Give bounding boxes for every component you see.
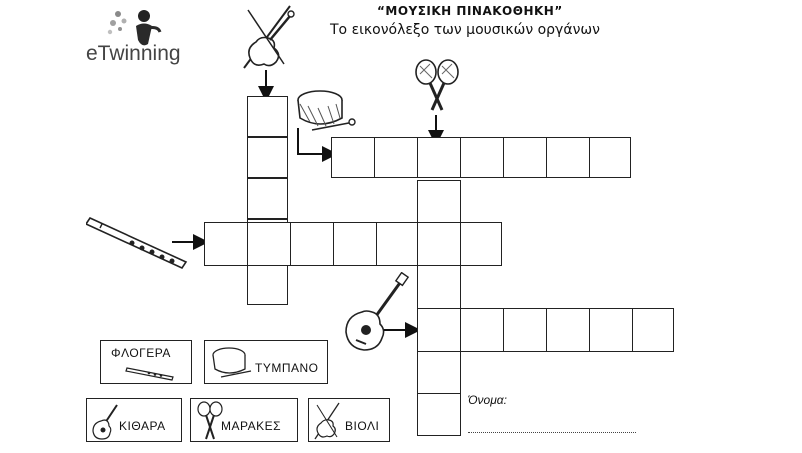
word-card-violin: ΒΙΟΛΙ <box>308 398 390 442</box>
drum-icon <box>297 90 356 131</box>
crossword-cell-guitar-4[interactable] <box>546 308 590 352</box>
maracas-small-icon <box>197 401 223 440</box>
etwinning-logo <box>86 4 196 70</box>
arrow-drum <box>297 128 338 162</box>
drum-picture <box>292 82 358 138</box>
flute-picture <box>84 212 196 272</box>
etwinning-logo-text: eTwinning <box>86 42 181 65</box>
crossword-cell-maracas-8[interactable] <box>417 393 461 436</box>
crossword-cell-flute-7[interactable] <box>460 222 502 266</box>
drum-small-icon <box>212 347 252 378</box>
crossword-cell-violin-2[interactable] <box>247 137 288 178</box>
crossword-cell-maracas-7[interactable] <box>417 351 461 394</box>
word-violin: ΒΙΟΛΙ <box>345 419 380 433</box>
crossword-cell-flute-3[interactable] <box>290 222 334 266</box>
crossword-cell-flute-6[interactable] <box>417 222 461 266</box>
word-card-guitar: ΚΙΘΑΡΑ <box>86 398 182 442</box>
etwinning-logo-icon <box>107 10 162 46</box>
crossword-cell-guitar-2[interactable] <box>460 308 504 352</box>
word-guitar: ΚΙΘΑΡΑ <box>119 419 166 433</box>
crossword-cell-guitar-6[interactable] <box>632 308 674 352</box>
word-card-drum: ΤΥΜΠΑΝΟ <box>204 340 328 384</box>
violin-small-icon <box>314 402 340 440</box>
crossword-cell-flute-1[interactable] <box>204 222 248 266</box>
violin-picture <box>238 2 298 72</box>
crossword-cell-drum-6[interactable] <box>546 137 590 178</box>
violin-icon <box>243 5 295 69</box>
worksheet-title: “ΜΟΥΣΙΚΗ ΠΙΝΑΚΟΘΗΚΗ” <box>377 4 563 18</box>
crossword-cell-flute-4[interactable] <box>333 222 377 266</box>
crossword-cell-maracas-5[interactable] <box>417 265 461 309</box>
maracas-picture <box>408 58 468 114</box>
crossword-cell-drum-3[interactable] <box>417 137 461 178</box>
crossword-cell-guitar-1[interactable] <box>417 308 461 352</box>
guitar-picture <box>340 271 410 356</box>
worksheet-subtitle: Το εικονόλεξο των μουσικών οργάνων <box>330 22 600 38</box>
crossword-cell-flute-5[interactable] <box>376 222 420 266</box>
guitar-small-icon <box>92 404 118 440</box>
crossword-cell-drum-2[interactable] <box>374 137 418 178</box>
word-flute: ΦΛΟΓΕΡΑ <box>111 346 171 360</box>
crossword-cell-maracas-3[interactable] <box>417 180 461 223</box>
crossword-cell-drum-7[interactable] <box>589 137 631 178</box>
maracas-icon <box>415 59 459 111</box>
word-drum: ΤΥΜΠΑΝΟ <box>255 361 319 375</box>
crossword-cell-violin-5[interactable] <box>247 264 288 305</box>
crossword-cell-violin-1[interactable] <box>247 96 288 137</box>
crossword-cell-violin-3[interactable] <box>247 178 288 219</box>
crossword-cell-drum-5[interactable] <box>503 137 547 178</box>
crossword-cell-drum-1[interactable] <box>331 137 375 178</box>
word-card-maracas: ΜΑΡΑΚΕΣ <box>190 398 298 442</box>
crossword-cell-flute-2[interactable] <box>247 222 291 266</box>
name-input-line[interactable] <box>468 430 636 433</box>
flute-icon <box>84 216 188 270</box>
word-card-flute: ΦΛΟΓΕΡΑ <box>100 340 192 384</box>
word-maracas: ΜΑΡΑΚΕΣ <box>221 419 282 433</box>
crossword-cell-guitar-3[interactable] <box>503 308 547 352</box>
name-label: Όνομα: <box>468 393 507 407</box>
guitar-icon <box>345 271 410 351</box>
crossword-cell-drum-4[interactable] <box>460 137 504 178</box>
flute-small-icon <box>125 367 174 381</box>
crossword-cell-guitar-5[interactable] <box>589 308 633 352</box>
